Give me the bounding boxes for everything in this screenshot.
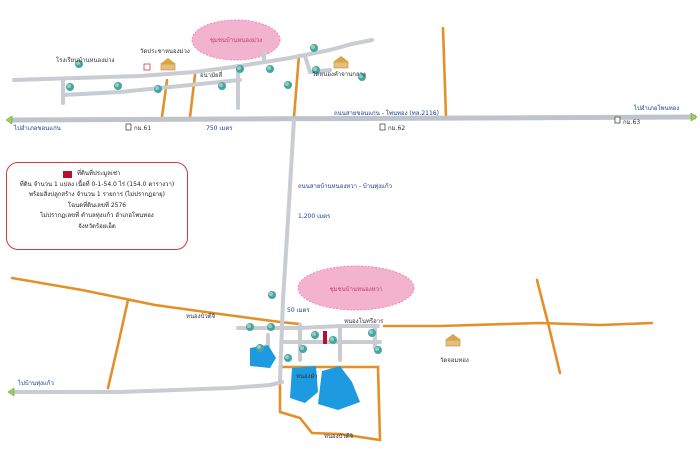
road-label-left-mid: หนองบัวดีจิ <box>186 312 215 320</box>
legend-title: ที่ดินที่ประมูลเช่า <box>77 170 121 177</box>
legend-line-4: ไม่ปรากฏเลขที่ ตำบลทุ่งแก้ว อำเภอโพนทอง <box>40 212 154 219</box>
blue-ponds <box>250 345 360 410</box>
legend-line-3: โฉนดที่ดินเลขที่ 2576 <box>67 201 127 209</box>
vertical-road <box>278 118 296 381</box>
pond-label: หนองผำ <box>296 373 317 380</box>
km62-label: กม.62 <box>388 125 405 132</box>
temple-right-label: วัดหนองคำจานกลาง <box>312 71 366 78</box>
land-parcel-marker <box>323 331 327 344</box>
school-icon <box>143 63 151 71</box>
health-label: อนามัยสี่ <box>200 71 223 79</box>
legend-line-2: พร้อมสิ่งปลูกสร้าง จำนวน 1 รายการ (ไม่ปร… <box>28 191 166 198</box>
temple-bottom-right-label: วัดจอมทอง <box>440 357 469 364</box>
legend-line-5: จังหวัดร้อยเอ็ด <box>78 222 116 230</box>
highway-label: ถนนสายขอนแก่น - โพนทอง (ทล.2116) <box>334 109 439 117</box>
left-direction-label: ไปอำเภอขอนแก่น <box>13 124 61 132</box>
community-cloud-top <box>191 19 281 61</box>
km61-label: กม.61 <box>134 125 151 132</box>
distance-50-label: 50 เมตร <box>287 307 310 314</box>
community-label-top: ชุมชนบ้านหนองม่วง <box>210 37 262 44</box>
road-label-bottom: หนองบัวดีจิ <box>324 432 353 440</box>
tree-icons <box>66 44 382 362</box>
orange-roads <box>10 26 654 442</box>
main-highway <box>9 114 697 123</box>
road-label-right-mid: หนองโนทรีอาร <box>344 317 384 325</box>
legend-box: ที่ดินที่ประมูลเช่า ที่ดิน จำนวน 1 แปลง … <box>6 162 188 250</box>
legend-title-row: ที่ดินที่ประมูลเช่า <box>63 169 179 180</box>
arrow-icons <box>5 112 698 397</box>
legend-line-1: ที่ดิน จำนวน 1 แปลง เนื้อที่ 0-1-54.0 ไร… <box>19 180 175 188</box>
bottom-left-direction-label: ไปบ้านทุ่งแก้ว <box>17 379 54 387</box>
distance-1200-label: 1,200 เมตร <box>298 213 331 220</box>
school-label: โรงเรียนบ้านหนองม่วง <box>56 56 114 64</box>
gray-roads-top <box>12 38 374 110</box>
temple-icon-top <box>160 58 176 71</box>
community-label-bottom: ชุมชนบ้านหนองหวา <box>330 286 383 293</box>
vertical-road-label: ถนนสายบ้านหนองหวา - บ้านทุ่งแก้ว <box>298 183 392 190</box>
km63-label: กม.63 <box>623 119 640 126</box>
community-cloud-bottom <box>297 265 415 311</box>
legend-swatch <box>63 170 72 178</box>
right-direction-label: ไปอำเภอโพนทอง <box>633 104 679 112</box>
temple-icon-bottom-right <box>445 334 461 347</box>
temple-top-label: วัดประชาหนองม่วง <box>140 48 190 55</box>
km-marker-icons <box>125 116 621 131</box>
distance-750-label: 750 เมตร <box>206 125 233 132</box>
temple-icon-right <box>333 56 349 69</box>
